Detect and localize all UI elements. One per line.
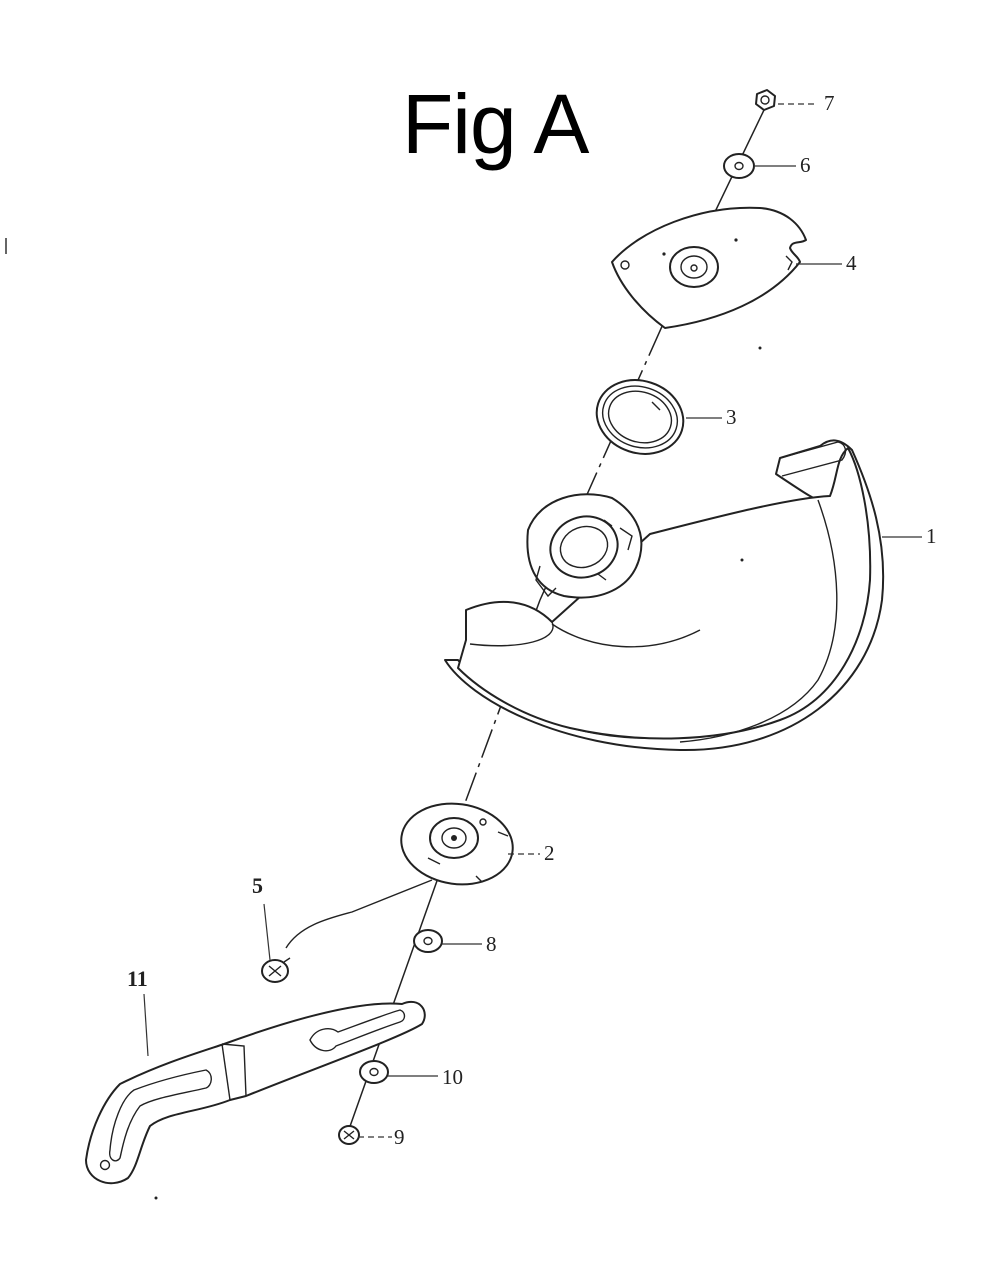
guard-plate-part-4 [611, 206, 807, 329]
callout-7: 7 [824, 91, 835, 115]
washer-part-6 [723, 153, 755, 179]
washer-part-8 [413, 929, 443, 953]
callout-10: 10 [442, 1065, 463, 1089]
screw-part-9 [338, 1125, 360, 1145]
callout-11: 11 [127, 966, 148, 991]
callout-8: 8 [486, 932, 497, 956]
disc-plate-part-2 [400, 802, 514, 886]
callout-4: 4 [846, 251, 857, 275]
callout-3: 3 [726, 405, 737, 429]
coil-spring-part-3 [595, 379, 685, 455]
callout-5: 5 [252, 873, 263, 898]
figure-title: Fig A [402, 77, 589, 171]
callout-9: 9 [394, 1125, 405, 1149]
screw-part-5 [261, 879, 433, 983]
callout-6: 6 [800, 153, 811, 177]
washer-part-10 [359, 1060, 389, 1084]
leader-lines [143, 103, 922, 1200]
blade-guard-part-1 [444, 439, 885, 752]
hex-nut-part-7 [755, 89, 776, 111]
arm-bracket-part-11 [85, 1001, 426, 1185]
callout-2: 2 [544, 841, 555, 865]
callout-1: 1 [926, 524, 937, 548]
